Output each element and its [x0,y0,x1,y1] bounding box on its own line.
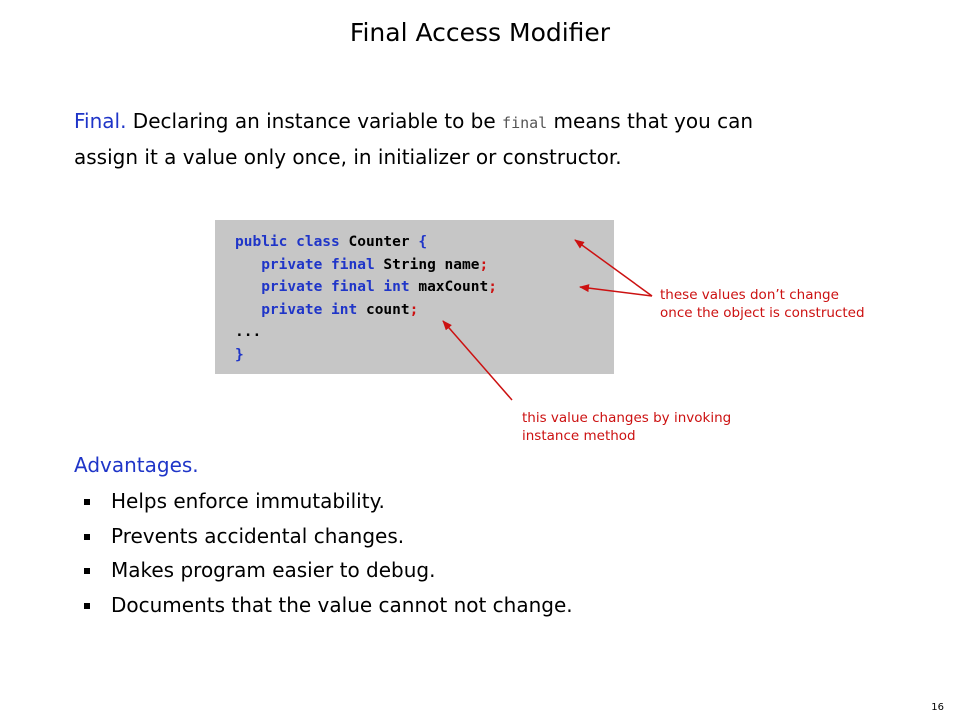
code-block: public class Counter { private final Str… [215,220,614,374]
code-type: String [383,256,436,273]
list-item: Makes program easier to debug. [84,553,573,588]
arrow-to-count [442,320,513,401]
slide-title: Final Access Modifier [349,18,611,47]
bullet-icon [84,499,90,505]
code-brace: { [409,234,428,250]
code-semicolon: ; [479,256,489,273]
list-item: Helps enforce immutability. [84,484,573,519]
list-item: Documents that the value cannot not chan… [84,588,573,623]
code-field-name: name [435,256,480,273]
code-field-name: maxCount [418,279,489,295]
code-closing-brace: } [235,346,244,363]
list-item-text: Documents that the value cannot not chan… [111,592,573,617]
code-keyword: public class [235,234,349,250]
arrow-to-name [574,239,653,297]
bullet-icon [84,602,90,609]
list-item-text: Makes program easier to debug. [111,558,436,582]
list-item: Prevents accidental changes. [84,519,573,554]
bullet-icon [84,568,90,574]
intro-text-after: means that you can [547,109,754,133]
count-value-note: this value changes by invoking instance … [522,409,731,445]
code-listing: public class Counter { private final Str… [235,231,497,366]
list-item-text: Helps enforce immutability. [111,489,385,513]
advantages-list: Helps enforce immutability. Prevents acc… [84,484,573,622]
intro-code-word: final [502,114,548,132]
final-note-line-2: once the object is constructed [660,305,865,321]
page-number: 16 [931,702,944,713]
code-keyword: private final int [261,279,419,295]
final-note-line-1: these values don’t change [660,287,839,303]
count-note-line-1: this value changes by invoking [522,410,732,426]
code-ellipsis: ... [235,324,262,340]
bullet-icon [84,533,90,540]
arrow-to-maxcount [579,284,653,297]
final-values-note: these values don’t change once the objec… [660,286,865,322]
intro-line-2: assign it a value only once, in initiali… [74,145,622,169]
intro-lead: Final. [74,109,127,133]
intro-text-before: Declaring an instance variable to be [126,109,503,133]
code-keyword: private final [261,256,384,273]
code-semicolon: ; [409,301,419,318]
count-note-line-2: instance method [522,428,636,444]
intro-line-1: Final. Declaring an instance variable to… [74,104,874,140]
code-field-name: count [365,301,410,318]
code-semicolon: ; [488,279,497,295]
code-keyword: private int [261,301,366,318]
code-class-name: Counter [348,234,410,250]
list-item-text: Prevents accidental changes. [111,523,405,548]
intro-paragraph: Final. Declaring an instance variable to… [74,104,874,174]
advantages-heading: Advantages. [74,453,199,477]
